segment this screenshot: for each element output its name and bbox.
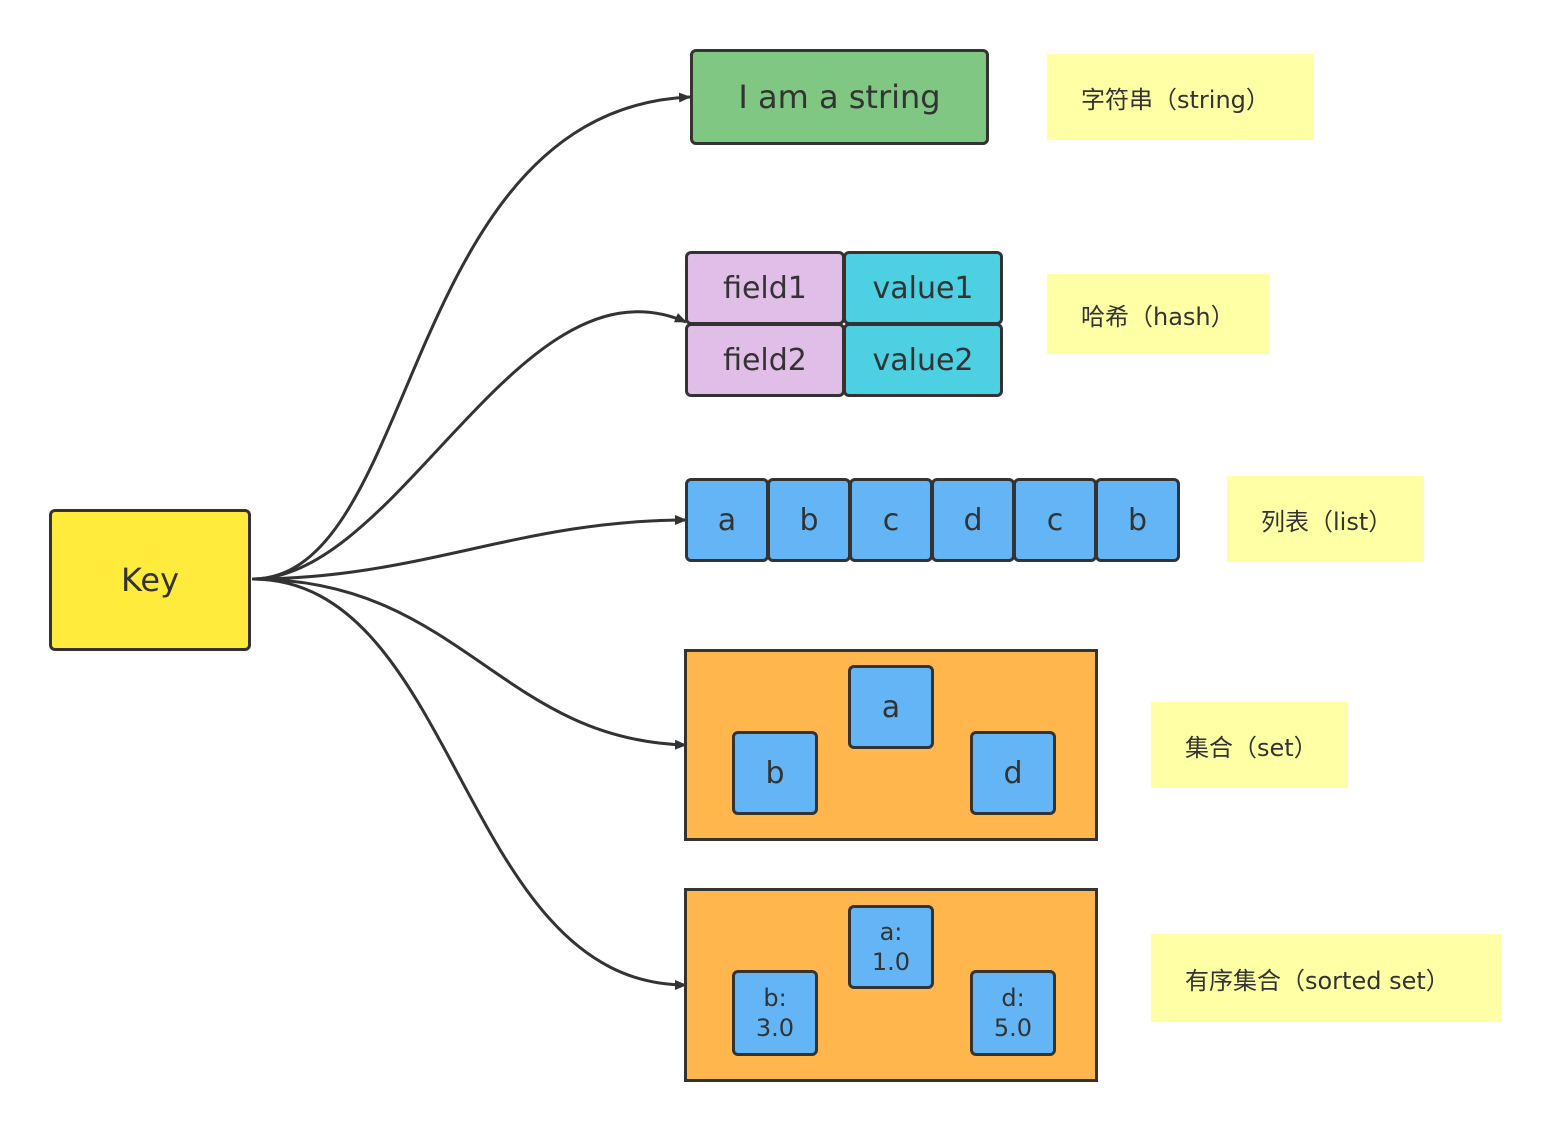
note-zset-text: 有序集合（sorted set） [1185, 966, 1450, 995]
hash-field-cell: field2 [685, 323, 845, 397]
hash-value-cell: value1 [843, 251, 1003, 325]
hash-value-cell: value2 [843, 323, 1003, 397]
string-value: I am a string [738, 78, 941, 116]
hash-value-label: value2 [872, 342, 974, 378]
zset-member: d: 5.0 [970, 970, 1056, 1056]
key-label: Key [120, 561, 179, 599]
note-hash-text: 哈希（hash） [1081, 302, 1235, 331]
note-string-text: 字符串（string） [1081, 85, 1270, 114]
zset-member-name: b: [763, 984, 787, 1012]
set-member: b [732, 731, 818, 815]
list-item-label: a [717, 502, 737, 538]
zset-member: a: 1.0 [848, 905, 934, 989]
zset-member-score: 3.0 [755, 1014, 795, 1042]
note-list: 列表（list） [1227, 476, 1424, 562]
set-member-label: b [765, 755, 785, 791]
set-member: d [970, 731, 1056, 815]
list-item: b [767, 478, 851, 562]
list-item-label: c [882, 502, 900, 538]
hash-field-cell: field1 [685, 251, 845, 325]
note-string: 字符串（string） [1047, 54, 1314, 140]
hash-field-label: field2 [723, 342, 807, 378]
note-list-text: 列表（list） [1261, 507, 1393, 536]
note-set: 集合（set） [1151, 702, 1348, 788]
zset-member-score: 1.0 [871, 948, 911, 976]
set-member-label: a [881, 689, 901, 725]
list-item: a [685, 478, 769, 562]
list-item-label: d [963, 502, 983, 538]
zset-member-score: 5.0 [993, 1014, 1033, 1042]
note-set-text: 集合（set） [1185, 733, 1318, 762]
string-node: I am a string [690, 49, 989, 145]
list-item: c [1013, 478, 1097, 562]
zset-member-name: d: [1001, 984, 1025, 1012]
list-item: c [849, 478, 933, 562]
list-item: d [931, 478, 1015, 562]
note-zset: 有序集合（sorted set） [1151, 934, 1501, 1022]
list-item: b [1095, 478, 1180, 562]
arrow-to-list [251, 515, 687, 581]
arrow-to-string [251, 92, 691, 581]
hash-value-label: value1 [872, 270, 974, 306]
zset-member-name: a: [879, 918, 903, 946]
note-hash: 哈希（hash） [1047, 274, 1270, 354]
set-member: a [848, 665, 934, 749]
list-item-label: c [1046, 502, 1064, 538]
arrow-to-set [251, 577, 687, 750]
hash-field-label: field1 [723, 270, 807, 306]
arrow-to-zset [251, 577, 687, 990]
zset-member: b: 3.0 [732, 970, 818, 1056]
set-member-label: d [1003, 755, 1023, 791]
list-item-label: b [1127, 502, 1148, 538]
arrow-to-hash [251, 310, 687, 581]
list-item-label: b [799, 502, 819, 538]
key-node: Key [49, 509, 251, 651]
